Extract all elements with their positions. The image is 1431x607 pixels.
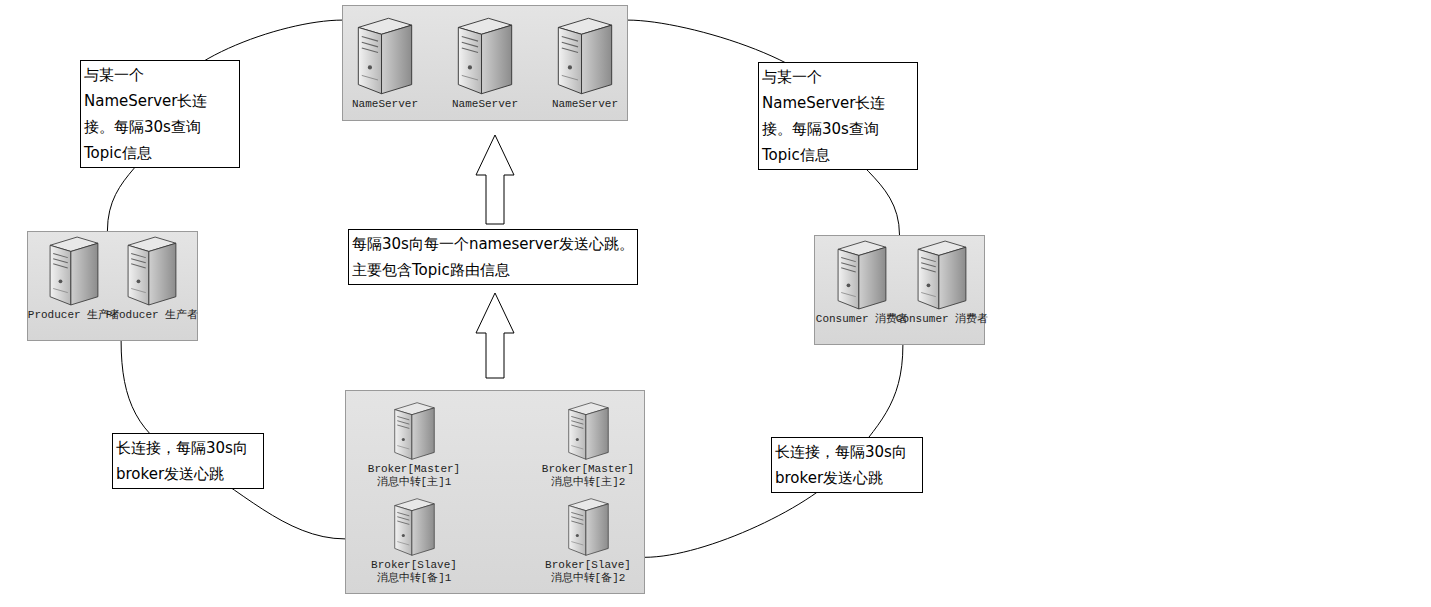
server-icon (567, 497, 610, 557)
server-icon (836, 239, 888, 311)
server-node: Consumer 消费者 (812, 239, 912, 326)
edge-label: 长连接，每隔30s向broker发送心跳 (771, 437, 923, 493)
server-icon (393, 401, 436, 461)
server-icon (456, 16, 514, 96)
server-caption: Broker[Master] 消息中转[主]1 (364, 463, 464, 489)
server-group: NameServerNameServerNameServer (342, 5, 628, 121)
server-node: Producer 生产者 (24, 235, 124, 322)
server-icon (556, 16, 614, 96)
server-caption: NameServer (335, 98, 435, 111)
server-icon (567, 401, 610, 461)
server-group: Consumer 消费者Consumer 消费者 (814, 235, 985, 345)
server-node: Broker[Slave] 消息中转[备]1 (364, 497, 464, 585)
server-node: Consumer 消费者 (892, 239, 992, 326)
server-caption: Broker[Master] 消息中转[主]2 (538, 463, 638, 489)
server-group: Producer 生产者Producer 生产者 (27, 231, 198, 341)
server-caption: Producer 生产者 (102, 309, 202, 322)
server-node: Broker[Master] 消息中转[主]1 (364, 401, 464, 489)
server-node: Producer 生产者 (102, 235, 202, 322)
server-group: Broker[Master] 消息中转[主]1 Broker[Master] 消息… (345, 390, 645, 594)
server-caption: NameServer (535, 98, 635, 111)
server-icon (393, 497, 436, 557)
server-caption: NameServer (435, 98, 535, 111)
edge-label: 与某一个NameServer长连接。每隔30s查询Topic信息 (80, 60, 240, 168)
server-icon (48, 235, 100, 307)
server-node: NameServer (335, 16, 435, 111)
server-node: Broker[Master] 消息中转[主]2 (538, 401, 638, 489)
server-node: NameServer (435, 16, 535, 111)
server-node: Broker[Slave] 消息中转[备]2 (538, 497, 638, 585)
server-caption: Broker[Slave] 消息中转[备]2 (538, 559, 638, 585)
edge-label: 每隔30s向每一个nameserver发送心跳。主要包含Topic路由信息 (348, 229, 638, 285)
server-caption: Broker[Slave] 消息中转[备]1 (364, 559, 464, 585)
server-caption: Consumer 消费者 (892, 313, 992, 326)
edge-label: 长连接，每隔30s向broker发送心跳 (112, 433, 264, 489)
server-node: NameServer (535, 16, 635, 111)
server-icon (356, 16, 414, 96)
server-icon (916, 239, 968, 311)
edge-label: 与某一个NameServer长连接。每隔30s查询Topic信息 (758, 62, 918, 170)
server-icon (126, 235, 178, 307)
